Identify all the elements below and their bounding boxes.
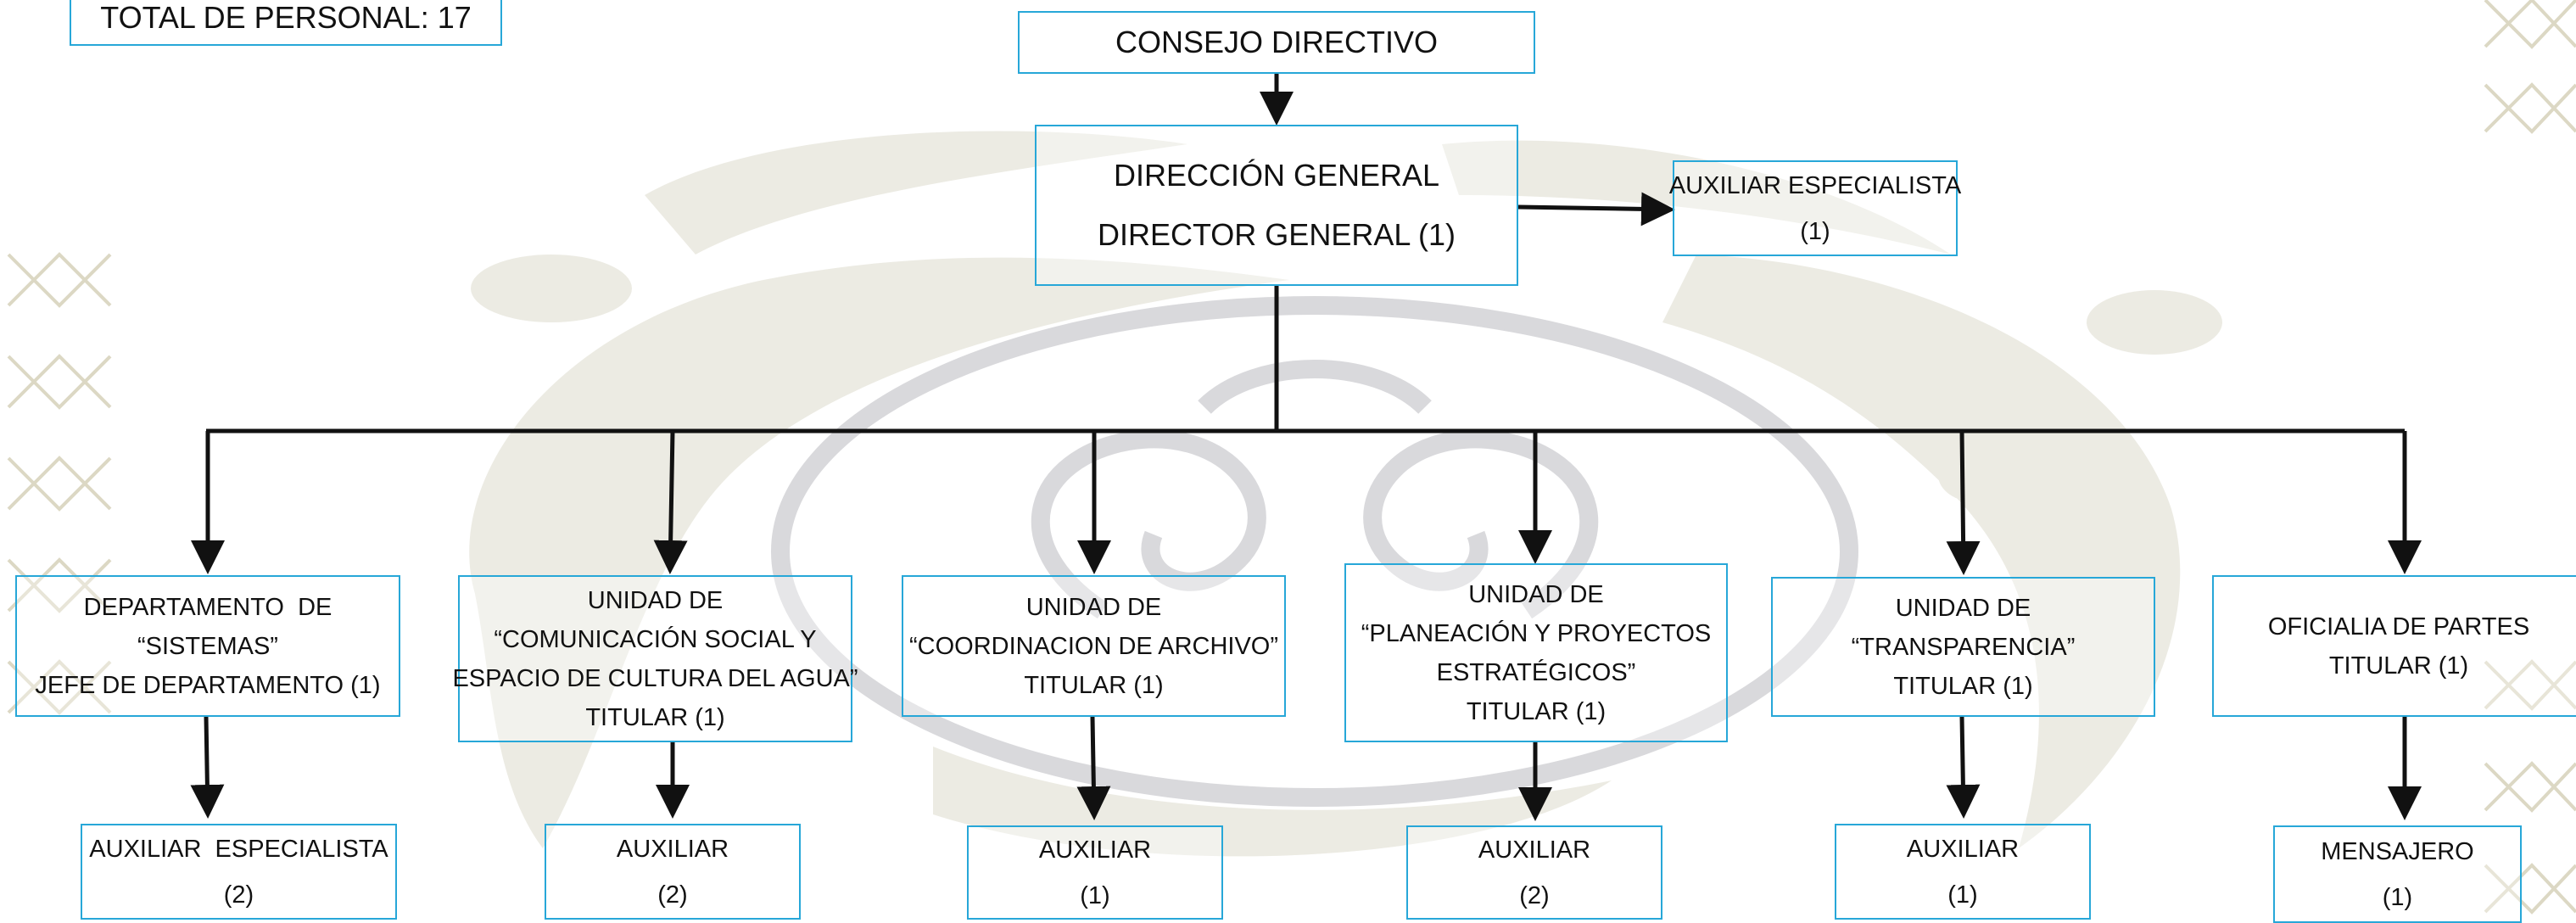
unit-planeacion-line-3: ESTRATÉGICOS” [1436, 658, 1636, 686]
sub-oficialia-line-2: (1) [2382, 883, 2413, 911]
sub-sistemas-box: AUXILIAR ESPECIALISTA (2) [81, 824, 397, 920]
unit-planeacion-line-4: TITULAR (1) [1466, 697, 1607, 725]
unit-comunicacion-line-3: ESPACIO DE CULTURA DEL AGUA” [452, 664, 858, 692]
sub-archivo-box: AUXILIAR (1) [967, 825, 1223, 920]
unit-sistemas-line-3: JEFE DE DEPARTAMENTO (1) [35, 671, 381, 699]
sub-transparencia-box: AUXILIAR (1) [1835, 824, 2091, 920]
board-label: CONSEJO DIRECTIVO [1115, 25, 1439, 59]
board-box: CONSEJO DIRECTIVO [1018, 11, 1535, 74]
watermark-shapes [469, 131, 2222, 857]
unit-sistemas-line-2: “SISTEMAS” [137, 632, 278, 660]
director-aux-line-1: AUXILIAR ESPECIALISTA [1668, 171, 1962, 199]
unit-comunicacion-line-1: UNIDAD DE [587, 586, 724, 614]
unit-oficialia-line-2: TITULAR (1) [2328, 652, 2469, 680]
unit-comunicacion-box: UNIDAD DE “COMUNICACIÓN SOCIAL Y ESPACIO… [452, 575, 858, 742]
unit-archivo-box: UNIDAD DE “COORDINACION DE ARCHIVO” TITU… [902, 575, 1286, 717]
unit-planeacion-box: UNIDAD DE “PLANEACIÓN Y PROYECTOS ESTRAT… [1344, 563, 1728, 742]
sub-oficialia-line-1: MENSAJERO [2321, 837, 2474, 865]
director-aux-line-2: (1) [1800, 217, 1830, 245]
director-line-1: DIRECCIÓN GENERAL [1113, 158, 1440, 193]
sub-comunicacion-line-2: (2) [657, 881, 688, 909]
weave-border-left [7, 252, 112, 715]
unit-sistemas-line-1: DEPARTAMENTO DE [83, 593, 332, 621]
watermark-rings [771, 296, 1858, 807]
connector-to-transparencia [1946, 430, 1981, 575]
unit-transparencia-box: UNIDAD DE “TRANSPARENCIA” TITULAR (1) [1771, 577, 2155, 717]
unit-comunicacion-line-4: TITULAR (1) [585, 703, 725, 731]
unit-planeacion-line-1: UNIDAD DE [1468, 580, 1604, 608]
sub-planeacion-line-1: AUXILIAR [1478, 836, 1591, 864]
unit-comunicacion-line-2: “COMUNICACIÓN SOCIAL Y [494, 625, 817, 653]
sub-sistemas-line-2: (2) [223, 881, 254, 909]
connector-director-aux [1517, 192, 1675, 227]
sub-planeacion-box: AUXILIAR (2) [1406, 825, 1662, 920]
unit-oficialia-box: OFICIALIA DE PARTES TITULAR (1) [2212, 575, 2576, 717]
sub-transparencia-line-2: (1) [1947, 881, 1978, 909]
sub-comunicacion-line-1: AUXILIAR [616, 835, 729, 863]
sub-oficialia-box: MENSAJERO (1) [2273, 825, 2522, 923]
sub-archivo-line-1: AUXILIAR [1038, 836, 1152, 864]
director-box: DIRECCIÓN GENERAL DIRECTOR GENERAL (1) [1035, 125, 1518, 286]
connector-archivo-sub [1076, 716, 1111, 820]
sub-planeacion-line-2: (2) [1519, 881, 1550, 909]
sub-transparencia-line-1: AUXILIAR [1906, 835, 2020, 863]
unit-oficialia-line-1: OFICIALIA DE PARTES [2267, 613, 2530, 641]
total-personal-box: TOTAL DE PERSONAL: 17 [70, 0, 502, 46]
unit-planeacion-line-2: “PLANEACIÓN Y PROYECTOS [1361, 619, 1712, 647]
weave-border-right [2484, 0, 2576, 915]
director-aux-box: AUXILIAR ESPECIALISTA (1) [1669, 160, 1961, 256]
unit-archivo-line-3: TITULAR (1) [1024, 671, 1164, 699]
total-personal-text: TOTAL DE PERSONAL: 17 [100, 0, 472, 35]
sub-comunicacion-box: AUXILIAR (2) [545, 824, 801, 920]
unit-transparencia-line-1: UNIDAD DE [1895, 594, 2031, 622]
sub-sistemas-line-1: AUXILIAR ESPECIALISTA [89, 835, 388, 863]
director-line-2: DIRECTOR GENERAL (1) [1097, 217, 1456, 252]
unit-sistemas-box: DEPARTAMENTO DE “SISTEMAS” JEFE DE DEPAR… [15, 575, 400, 717]
connector-sistemas-sub [190, 716, 225, 819]
sub-archivo-line-2: (1) [1080, 881, 1110, 909]
unit-archivo-line-1: UNIDAD DE [1025, 593, 1162, 621]
connector-transparencia-sub [1946, 716, 1981, 819]
connector-to-comunicacion [653, 430, 688, 574]
unit-archivo-line-2: “COORDINACION DE ARCHIVO” [908, 632, 1279, 660]
unit-transparencia-line-3: TITULAR (1) [1893, 672, 2033, 700]
unit-transparencia-line-2: “TRANSPARENCIA” [1851, 633, 2076, 661]
